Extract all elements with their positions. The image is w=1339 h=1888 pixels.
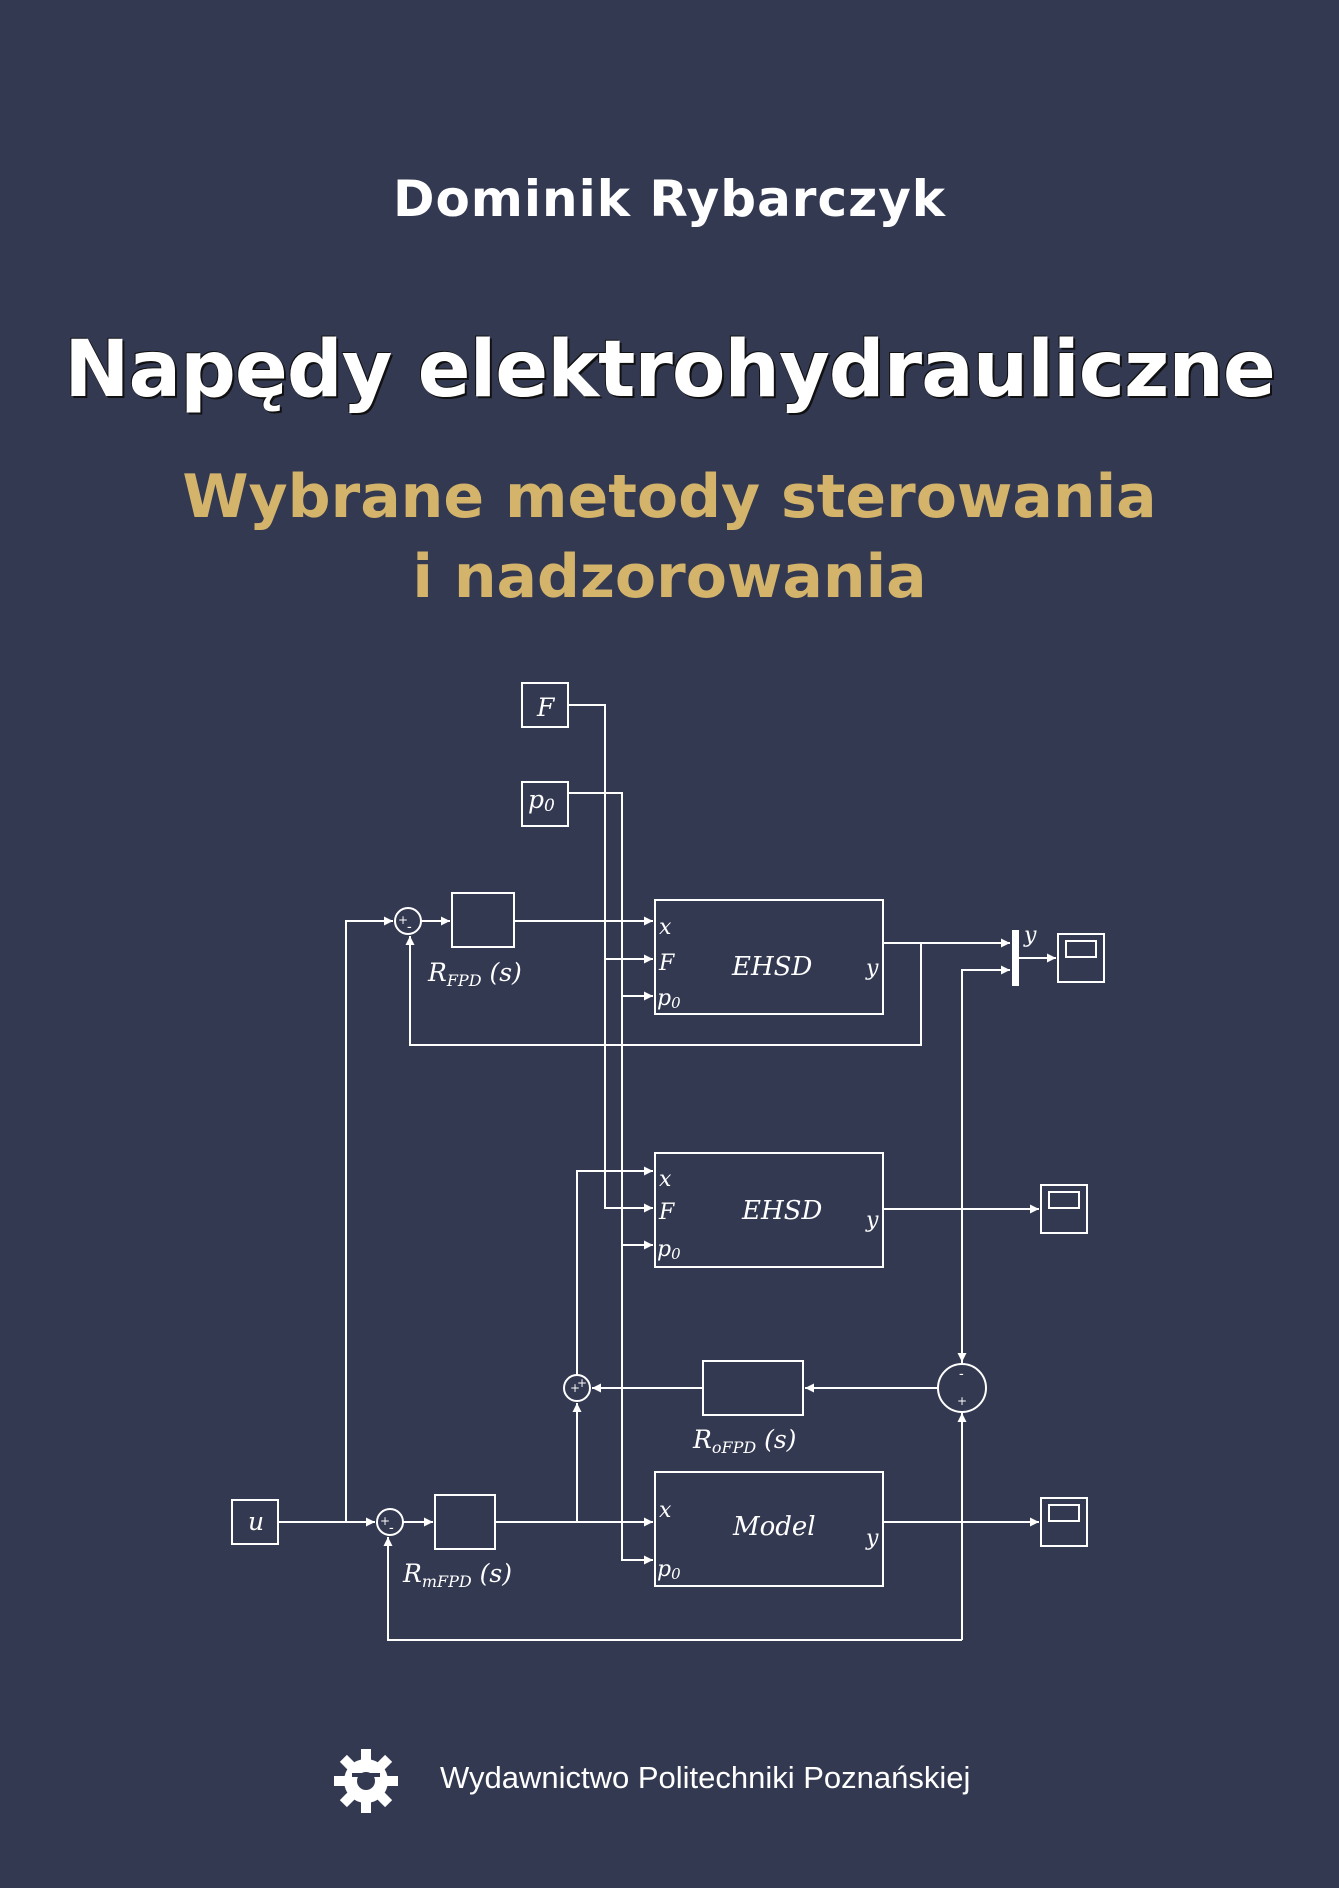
ehsd-1-title: EHSD — [731, 952, 812, 982]
book-title: Napędy elektrohydrauliczne — [64, 325, 1276, 415]
model-port-y: y — [865, 1526, 879, 1551]
sum-middle-plus-1: + — [570, 1381, 580, 1395]
scope-2 — [1040, 1184, 1088, 1234]
author-name: Dominik Rybarczyk — [392, 170, 947, 228]
scope-3 — [1040, 1497, 1088, 1547]
sum-top-plus: + — [398, 913, 408, 927]
sum-error-plus: + — [957, 1394, 967, 1408]
model-port-p0: p0 — [657, 1557, 681, 1583]
input-p0-block — [521, 781, 569, 827]
ehsd-1-port-y: y — [865, 956, 879, 981]
scope-1 — [1057, 933, 1105, 983]
ehsd-1-port-f: F — [658, 951, 675, 976]
sum-bottom-plus: + — [380, 1514, 390, 1528]
ehsd-1-port-p0: p0 — [657, 986, 681, 1012]
ehsd-2-port-y: y — [865, 1208, 879, 1233]
input-p0-label: p0 — [528, 785, 555, 816]
r-ofpd-block — [702, 1360, 804, 1416]
ehsd-1-port-x: x — [659, 915, 672, 940]
ehsd-2-title: EHSD — [741, 1196, 822, 1226]
r-ofpd-label: RoFPD (s) — [692, 1425, 796, 1457]
gear-logo-icon — [334, 1749, 398, 1813]
sum-error-minus: - — [959, 1366, 964, 1382]
ehsd-2-port-x: x — [659, 1167, 672, 1192]
sum-middle-plus-2: + — [577, 1376, 587, 1390]
mux-label: y — [1023, 923, 1037, 948]
model-port-x: x — [659, 1498, 672, 1523]
book-subtitle-line1: Wybrane metody sterowania — [182, 462, 1157, 532]
r-mfpd-block — [434, 1494, 496, 1550]
r-fpd-label: RFPD (s) — [427, 958, 522, 990]
model-block — [654, 1471, 884, 1587]
sum-bottom-minus: - — [389, 1520, 394, 1536]
r-mfpd-label: RmFPD (s) — [402, 1559, 512, 1591]
ehsd-block-1 — [654, 899, 884, 1015]
publisher-footer: Wydawnictwo Politechniki Poznańskiej — [0, 1745, 1339, 1815]
ehsd-2-port-p0: p0 — [657, 1237, 681, 1263]
book-subtitle-line2: i nadzorowania — [412, 542, 927, 612]
r-fpd-block — [451, 892, 515, 948]
ehsd-2-port-f: F — [658, 1200, 675, 1225]
model-title: Model — [732, 1512, 816, 1542]
mux-bar — [1012, 930, 1019, 986]
publisher-name: Wydawnictwo Politechniki Poznańskiej — [440, 1760, 971, 1795]
input-f-label: F — [536, 693, 556, 722]
sum-top-minus: - — [407, 919, 412, 935]
input-u-label: u — [248, 1507, 264, 1536]
